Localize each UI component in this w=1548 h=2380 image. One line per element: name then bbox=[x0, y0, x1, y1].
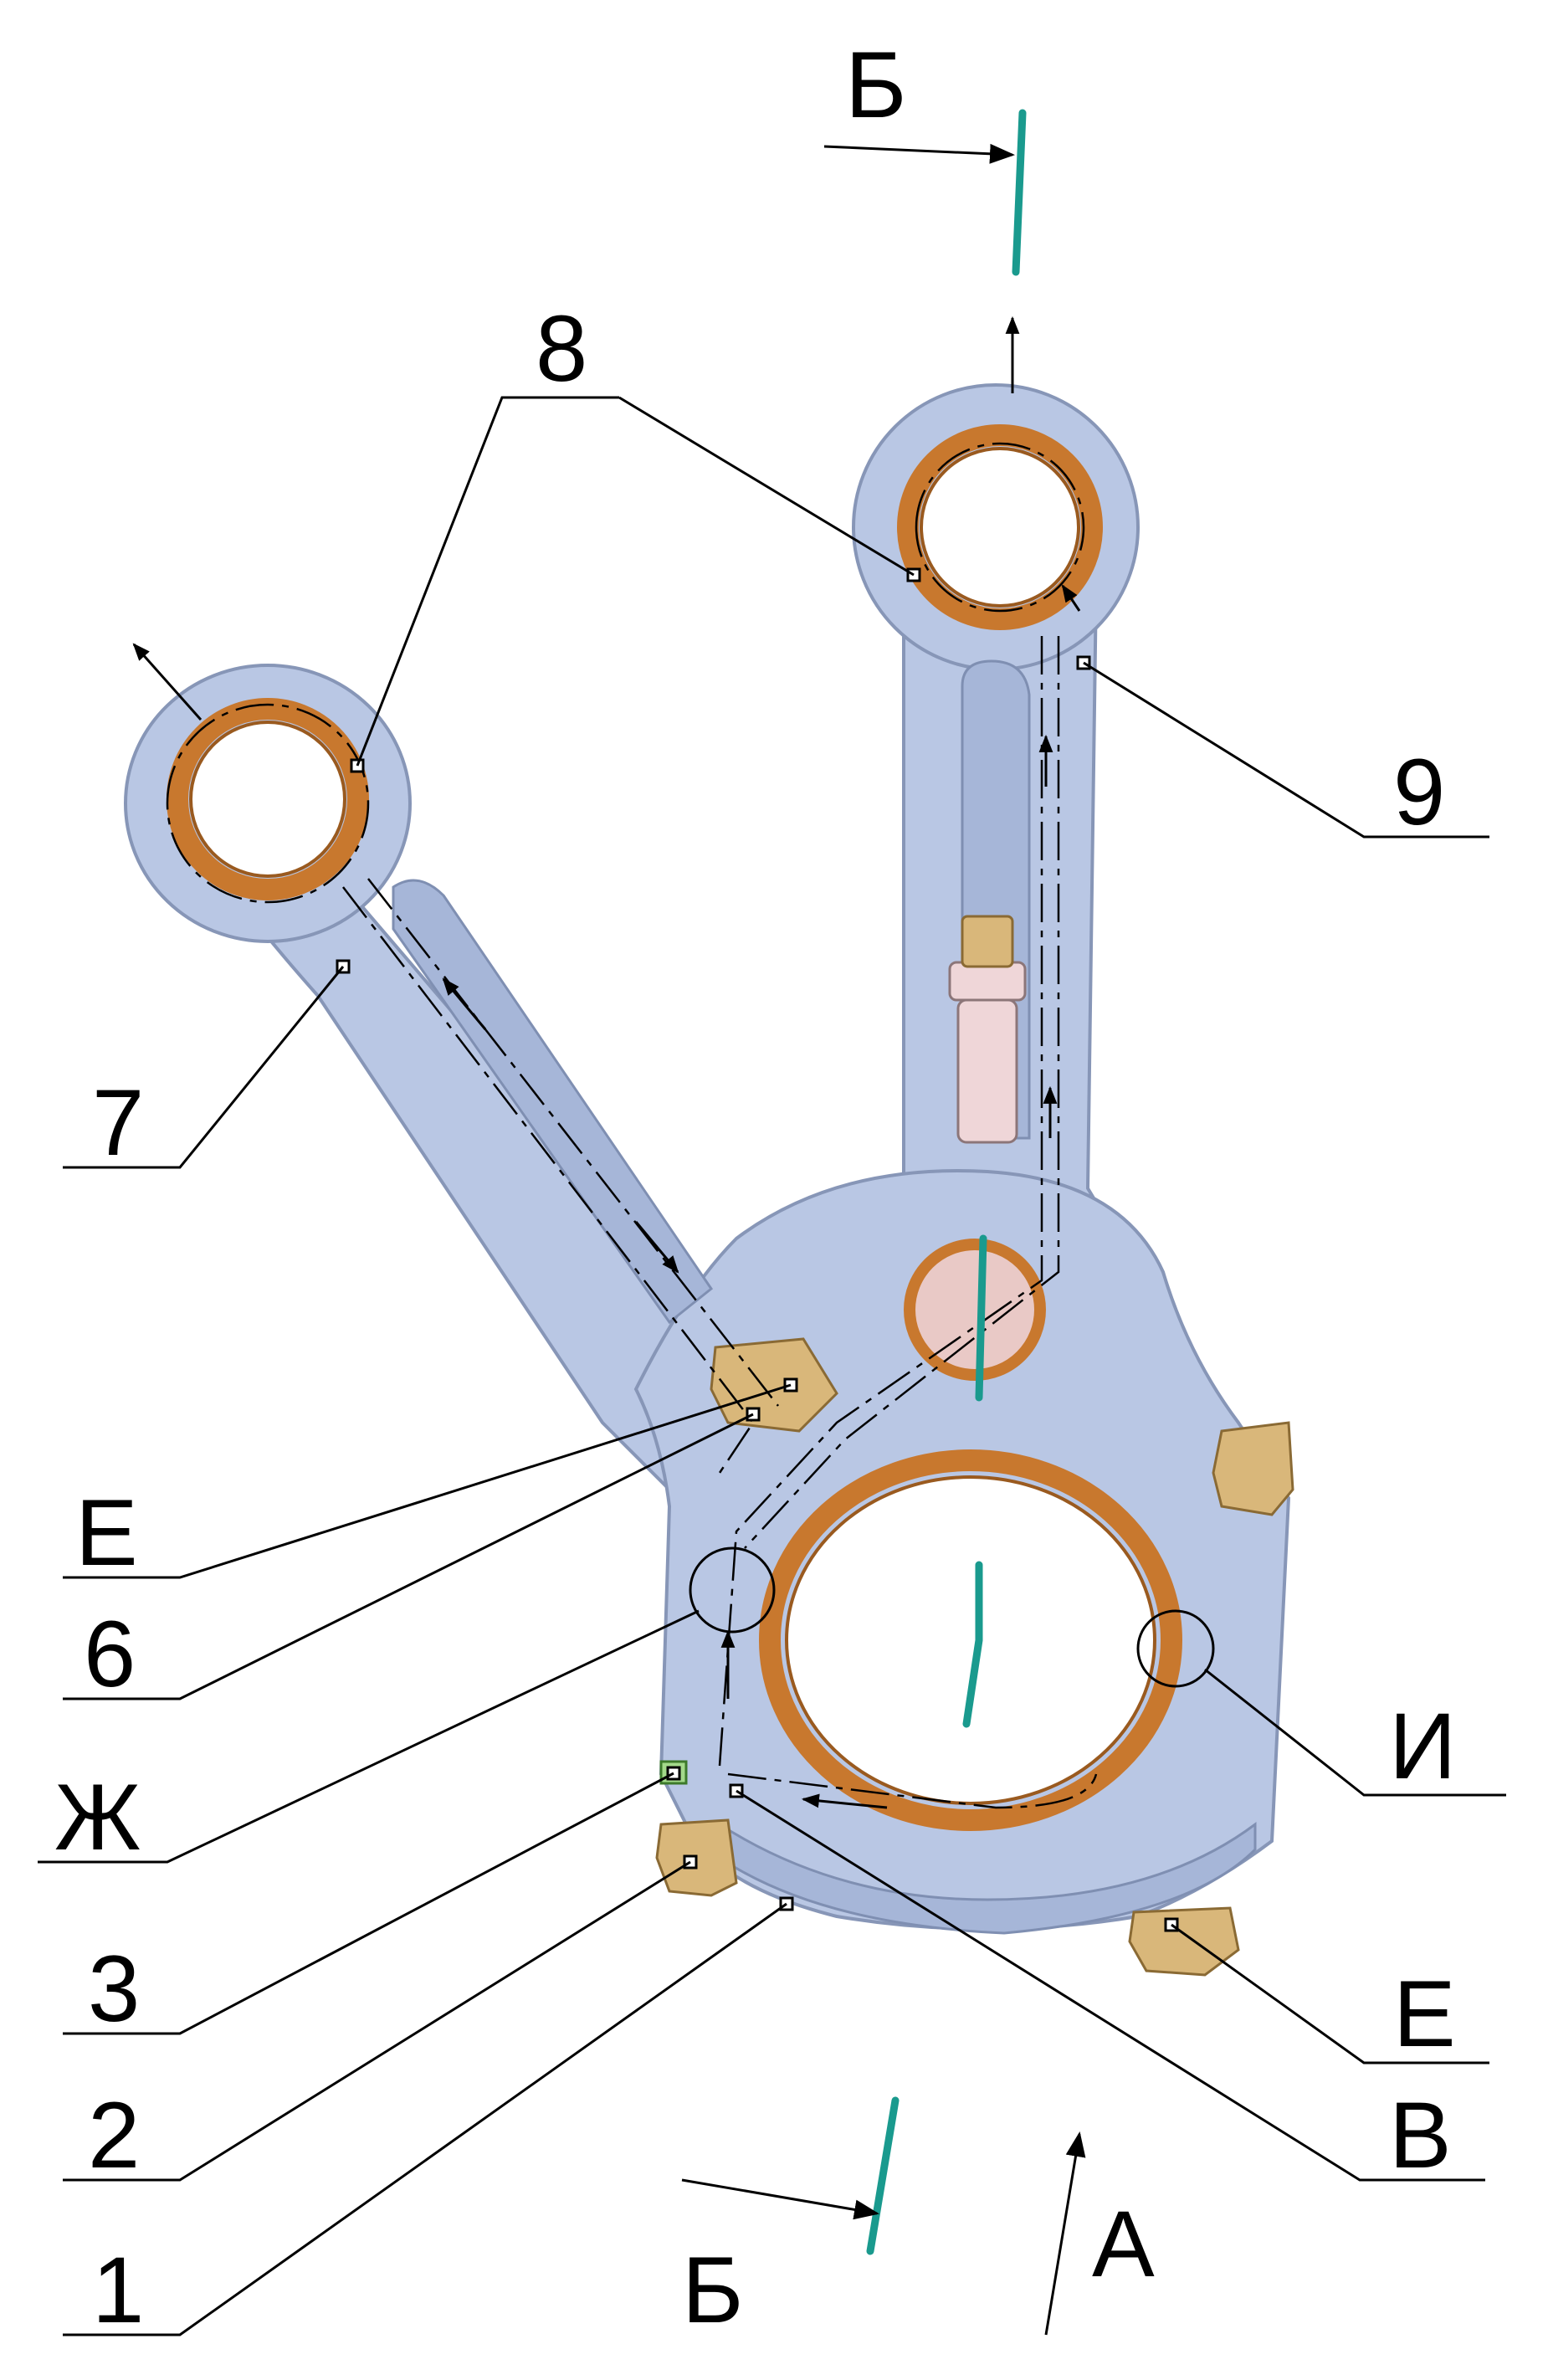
flow-right-rod-2 bbox=[744, 636, 1060, 1549]
leader-2 bbox=[63, 1860, 691, 2182]
flow-arrows bbox=[132, 315, 1081, 1809]
leader-1 bbox=[63, 1902, 787, 2336]
leader-3 bbox=[63, 1772, 674, 2035]
leader-8-right bbox=[618, 396, 915, 577]
label-7: 7 bbox=[92, 1070, 144, 1175]
flow-right-small-end-ring bbox=[915, 442, 1085, 613]
flow-left-rod bbox=[342, 886, 755, 1474]
right-small-end-bore bbox=[920, 447, 1080, 608]
label-3: 3 bbox=[88, 1936, 140, 2041]
section-top-arrow bbox=[823, 143, 1015, 164]
left-shank-groove bbox=[392, 879, 714, 1325]
label-section-bottom: Б bbox=[682, 2238, 744, 2342]
flow-left-small-end-ring bbox=[166, 703, 370, 904]
label-e-right: Е bbox=[1393, 1962, 1456, 2066]
central-pin-boss bbox=[904, 1239, 1046, 1381]
arrow-left-exit bbox=[132, 643, 202, 721]
flow-bottom bbox=[727, 1772, 1098, 1809]
detail-circle-zh bbox=[689, 1546, 776, 1634]
arrow-right-se-up bbox=[1061, 584, 1081, 612]
label-1: 1 bbox=[92, 2238, 144, 2342]
section-line-top bbox=[1012, 109, 1027, 276]
section-arrows bbox=[681, 143, 1086, 2336]
text-labels: Б 8 9 7 Е 6 Ж И 3 Е 2 В 1 Б А bbox=[54, 33, 1457, 2342]
plug-body bbox=[956, 998, 1018, 1144]
oil-flow-paths bbox=[166, 442, 1098, 1809]
big-end-bore bbox=[785, 1475, 1156, 1805]
arrow-left-rod-up bbox=[442, 977, 487, 1030]
plug-head bbox=[961, 915, 1014, 968]
left-small-end-bushing bbox=[167, 698, 369, 900]
leader-9 bbox=[1083, 661, 1489, 839]
right-small-end-bushing bbox=[897, 424, 1103, 630]
leader-e-right bbox=[1171, 1923, 1489, 2065]
leader-7 bbox=[63, 966, 345, 1169]
leader-6 bbox=[63, 1413, 754, 1700]
view-a-arrow bbox=[1044, 2131, 1086, 2336]
leader-lines bbox=[38, 396, 1506, 2336]
nut-right-lower bbox=[1128, 1906, 1240, 1977]
label-zh: Ж bbox=[54, 1765, 141, 1870]
leader-i bbox=[1204, 1668, 1506, 1797]
label-section-top: Б bbox=[845, 33, 907, 137]
arrow-left-rod-down bbox=[634, 1221, 679, 1274]
section-bottom-arrow bbox=[681, 2178, 879, 2220]
nut-right-upper bbox=[1212, 1421, 1294, 1516]
label-8: 8 bbox=[536, 296, 587, 401]
label-i: И bbox=[1389, 1694, 1457, 1798]
left-small-end-bore bbox=[189, 721, 346, 878]
plug-upper bbox=[948, 961, 1027, 1002]
leader-v bbox=[736, 1789, 1485, 2182]
arrow-bottom-left bbox=[801, 1793, 888, 1809]
flow-left-rod-2 bbox=[367, 878, 779, 1407]
bushings bbox=[167, 424, 1182, 1831]
label-9: 9 bbox=[1393, 740, 1445, 844]
leader-zh bbox=[38, 1609, 700, 1864]
detail-circle-i bbox=[1136, 1609, 1215, 1688]
label-v: В bbox=[1389, 2083, 1452, 2188]
section-line-middle bbox=[975, 1234, 987, 1402]
leader-8-left bbox=[356, 396, 619, 767]
big-end-bearing-shell bbox=[759, 1449, 1182, 1831]
section-lines bbox=[866, 109, 1027, 2255]
label-2: 2 bbox=[88, 2083, 140, 2188]
section-line-bottom bbox=[866, 2096, 900, 2255]
label-e-left: Е bbox=[75, 1480, 138, 1585]
section-line-big-end bbox=[962, 1561, 983, 1728]
flow-right-rod bbox=[718, 636, 1043, 1767]
label-view-a: А bbox=[1092, 2192, 1155, 2296]
label-6: 6 bbox=[84, 1602, 136, 1706]
leader-e-left bbox=[63, 1383, 792, 1579]
